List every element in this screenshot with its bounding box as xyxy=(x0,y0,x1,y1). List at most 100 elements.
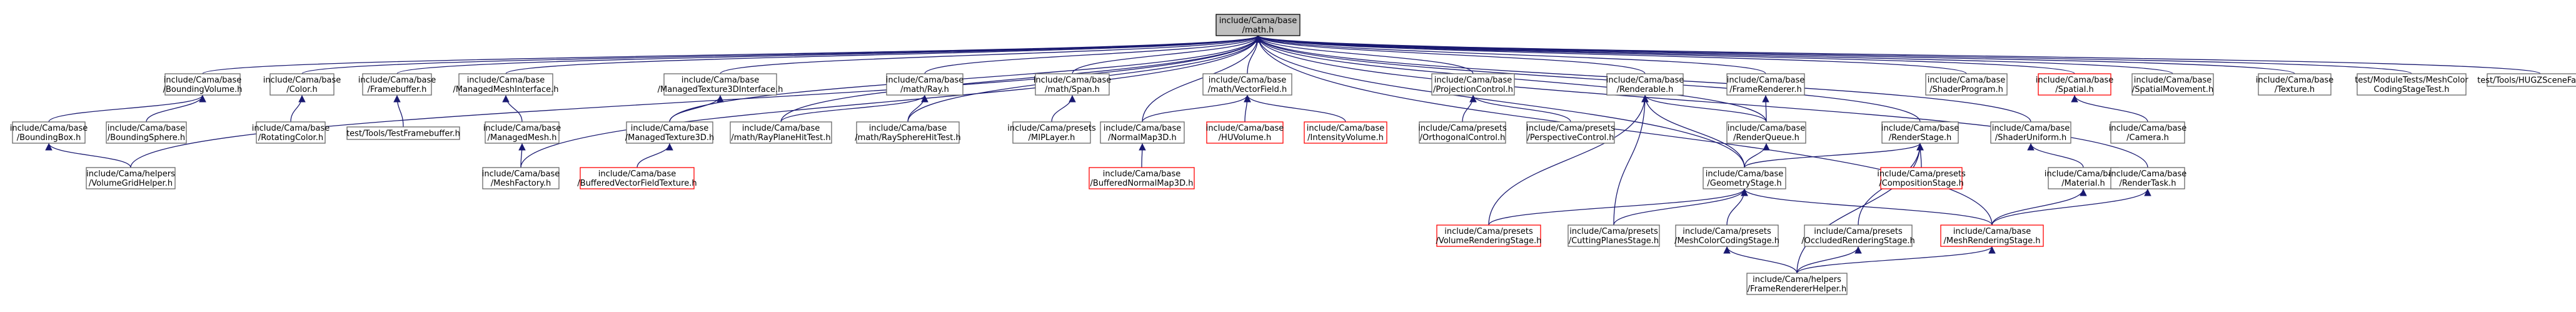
node-BoundingBox[interactable]: include/Cama/base/BoundingBox.h xyxy=(10,121,88,144)
node-box xyxy=(1606,73,1684,96)
node-label: include/Cama/base xyxy=(1992,124,2070,133)
edge-math-Renderable xyxy=(1254,35,1646,74)
node-label: /SpatialMovement.h xyxy=(2132,85,2213,94)
node-Camera[interactable]: include/Cama/base/Camera.h xyxy=(2109,121,2187,144)
node-Ray[interactable]: include/Cama/base/math/Ray.h xyxy=(886,73,964,96)
node-label: /Material.h xyxy=(2061,179,2105,188)
node-ManagedTexture3DInterface[interactable]: include/Cama/base/ManagedTexture3DInterf… xyxy=(658,73,783,96)
node-CuttingPlanesStage[interactable]: include/Cama/presets/CuttingPlanesStage.… xyxy=(1567,224,1660,247)
node-VolumeGridHelper[interactable]: include/Cama/helpers/VolumeGridHelper.h xyxy=(86,167,176,189)
node-label: include/Cama/base xyxy=(252,124,330,133)
node-label: /VolumeRenderingStage.h xyxy=(1436,236,1541,246)
node-box xyxy=(269,73,335,96)
node-BoundingVolume[interactable]: include/Cama/base/BoundingVolume.h xyxy=(163,73,243,96)
node-box xyxy=(1675,224,1779,247)
edge-GeometryStage-MeshRenderingStage xyxy=(1741,188,1993,226)
node-ManagedMeshInterface[interactable]: include/Cama/base/ManagedMeshInterface.h xyxy=(453,73,559,96)
node-label: include/Cama/base xyxy=(467,76,545,85)
node-label: /PerspectiveControl.h xyxy=(1527,133,1614,143)
node-label: include/Cama/base xyxy=(1706,169,1784,179)
node-Color[interactable]: include/Cama/base/Color.h xyxy=(263,73,341,96)
node-label: /RenderStage.h xyxy=(1889,133,1952,143)
node-BufferedVectorFieldTexture[interactable]: include/Cama/base/BufferedVectorFieldTex… xyxy=(577,167,697,189)
node-label: /HUVolume.h xyxy=(1219,133,1271,143)
node-RenderStage[interactable]: include/Cama/base/RenderStage.h xyxy=(1881,121,1960,144)
node-label: include/Cama/presets xyxy=(1814,227,1903,236)
node-Span[interactable]: include/Cama/base/math/Span.h xyxy=(1034,73,1112,96)
node-MeshRenderingStage[interactable]: include/Cama/base/MeshRenderingStage.h xyxy=(1940,224,2044,247)
node-MeshFactory[interactable]: include/Cama/base/MeshFactory.h xyxy=(482,167,560,189)
edge-math-Color xyxy=(301,35,1262,74)
node-label: /ShaderProgram.h xyxy=(1929,85,2003,94)
node-TestFramebuffer[interactable]: test/Tools/TestFramebuffer.h xyxy=(346,126,460,140)
node-MeshColorCodingStageTest[interactable]: test/ModuleTests/MeshColorCodingStageTes… xyxy=(2355,73,2468,96)
node-box xyxy=(2110,167,2185,189)
node-box xyxy=(1703,167,1786,189)
node-FrameRendererHelper[interactable]: include/Cama/helpers/FrameRendererHelper… xyxy=(1746,273,1848,295)
node-box xyxy=(1804,224,1913,247)
node-HUVolume[interactable]: include/Cama/base/HUVolume.h xyxy=(1206,121,1284,144)
node-label: /BufferedVectorFieldTexture.h xyxy=(577,179,697,188)
node-RaySphereHitTest[interactable]: include/Cama/base/math/RaySphereHitTest.… xyxy=(855,121,961,144)
node-label: include/Cama/base xyxy=(1953,227,2031,236)
node-Renderable[interactable]: include/Cama/base/Renderable.h xyxy=(1606,73,1684,96)
node-math[interactable]: include/Cama/base/math.h xyxy=(1215,14,1301,36)
edge-math-MeshFactory xyxy=(520,35,1262,168)
node-Texture[interactable]: include/Cama/base/Texture.h xyxy=(2256,73,2334,96)
node-label: test/ModuleTests/MeshColor xyxy=(2355,76,2468,85)
node-FrameRenderer[interactable]: include/Cama/base/FrameRenderer.h xyxy=(1726,73,1805,96)
node-RenderQueue[interactable]: include/Cama/base/RenderQueue.h xyxy=(1726,121,1806,144)
node-label: /GeometryStage.h xyxy=(1707,179,1781,188)
edge-math-Spatial xyxy=(1254,35,2075,74)
edge-MeshRenderingStage-FrameRendererHelper xyxy=(1796,246,1996,274)
node-BoundingSphere[interactable]: include/Cama/base/BoundingSphere.h xyxy=(106,121,187,144)
node-RayPlaneHitTest[interactable]: include/Cama/base/math/RayPlaneHitTest.h xyxy=(730,121,832,144)
node-Framebuffer[interactable]: include/Cama/base/Framebuffer.h xyxy=(358,73,436,96)
node-box xyxy=(1419,121,1506,144)
node-PerspectiveControl[interactable]: include/Cama/presets/PerspectiveControl.… xyxy=(1526,121,1615,144)
edge-ManagedMesh-MeshFactory xyxy=(518,143,526,168)
node-label: /OrthogonalControl.h xyxy=(1420,133,1506,143)
node-Material[interactable]: include/Cama/base/Material.h xyxy=(2045,167,2123,189)
edge-ManagedMeshInterface-ManagedMesh xyxy=(502,94,523,123)
node-MIPLayer[interactable]: include/Cama/presets/MIPLayer.h xyxy=(1007,121,1096,144)
node-label: test/Tools/HUGZSceneFactory.h xyxy=(2477,76,2576,86)
node-VolumeRenderingStage[interactable]: include/Cama/presets/VolumeRenderingStag… xyxy=(1436,224,1542,247)
node-label: /Spatial.h xyxy=(2055,85,2094,94)
node-VectorField[interactable]: include/Cama/base/math/VectorField.h xyxy=(1202,73,1292,96)
node-RenderTask[interactable]: include/Cama/base/RenderTask.h xyxy=(2109,167,2187,189)
node-label: /Renderable.h xyxy=(1617,85,1674,94)
node-OccludedRenderingStage[interactable]: include/Cama/presets/OccludedRenderingSt… xyxy=(1801,224,1915,247)
edge-math-ProjectionControl xyxy=(1254,35,1474,74)
node-CompositionStage[interactable]: include/Cama/presets/CompositionStage.h xyxy=(1877,167,1966,189)
node-label: /math/RayPlaneHitTest.h xyxy=(731,133,830,143)
node-ProjectionControl[interactable]: include/Cama/base/ProjectionControl.h xyxy=(1431,73,1515,96)
edge-math-Ray xyxy=(924,35,1262,74)
node-NormalMap3D[interactable]: include/Cama/base/NormalMap3D.h xyxy=(1100,121,1185,144)
node-GeometryStage[interactable]: include/Cama/base/GeometryStage.h xyxy=(1703,167,1786,189)
node-label: include/Cama/presets xyxy=(1683,227,1771,236)
node-MeshColorCodingStage[interactable]: include/Cama/presets/MeshColorCodingStag… xyxy=(1674,224,1779,247)
node-label: include/Cama/presets xyxy=(1526,124,1615,133)
node-ManagedTexture3D[interactable]: include/Cama/base/ManagedTexture3D.h xyxy=(625,121,715,144)
edge-RenderTask-MeshRenderingStage xyxy=(1991,188,2151,226)
node-RotatingColor[interactable]: include/Cama/base/RotatingColor.h xyxy=(252,121,330,144)
node-OrthogonalControl[interactable]: include/Cama/presets/OrthogonalControl.h xyxy=(1418,121,1507,144)
node-label: include/Cama/base xyxy=(108,124,186,133)
node-ShaderProgram[interactable]: include/Cama/base/ShaderProgram.h xyxy=(1925,73,2008,96)
edge-BoundingVolume-BoundingSphere xyxy=(146,94,206,123)
node-IntensityVolume[interactable]: include/Cama/base/IntensityVolume.h xyxy=(1304,121,1387,144)
node-HUGZSceneFactory[interactable]: test/Tools/HUGZSceneFactory.h xyxy=(2477,73,2576,87)
node-SpatialMovement[interactable]: include/Cama/base/SpatialMovement.h xyxy=(2131,73,2214,96)
node-ShaderUniform[interactable]: include/Cama/base/ShaderUniform.h xyxy=(1990,121,2071,144)
node-Spatial[interactable]: include/Cama/base/Spatial.h xyxy=(2036,73,2114,96)
node-box xyxy=(2048,167,2119,189)
node-label: /FrameRendererHelper.h xyxy=(1748,284,1846,294)
node-label: CodingStageTest.h xyxy=(2374,85,2450,94)
edge-RenderQueue-GeometryStage xyxy=(1744,143,1770,168)
node-label: include/Cama/base xyxy=(1206,124,1284,133)
node-label: /Camera.h xyxy=(2126,133,2169,143)
node-label: /RenderTask.h xyxy=(2119,179,2176,188)
node-ManagedMesh[interactable]: include/Cama/base/ManagedMesh.h xyxy=(483,121,561,144)
node-BufferedNormalMap3D[interactable]: include/Cama/base/BufferedNormalMap3D.h xyxy=(1089,167,1195,189)
